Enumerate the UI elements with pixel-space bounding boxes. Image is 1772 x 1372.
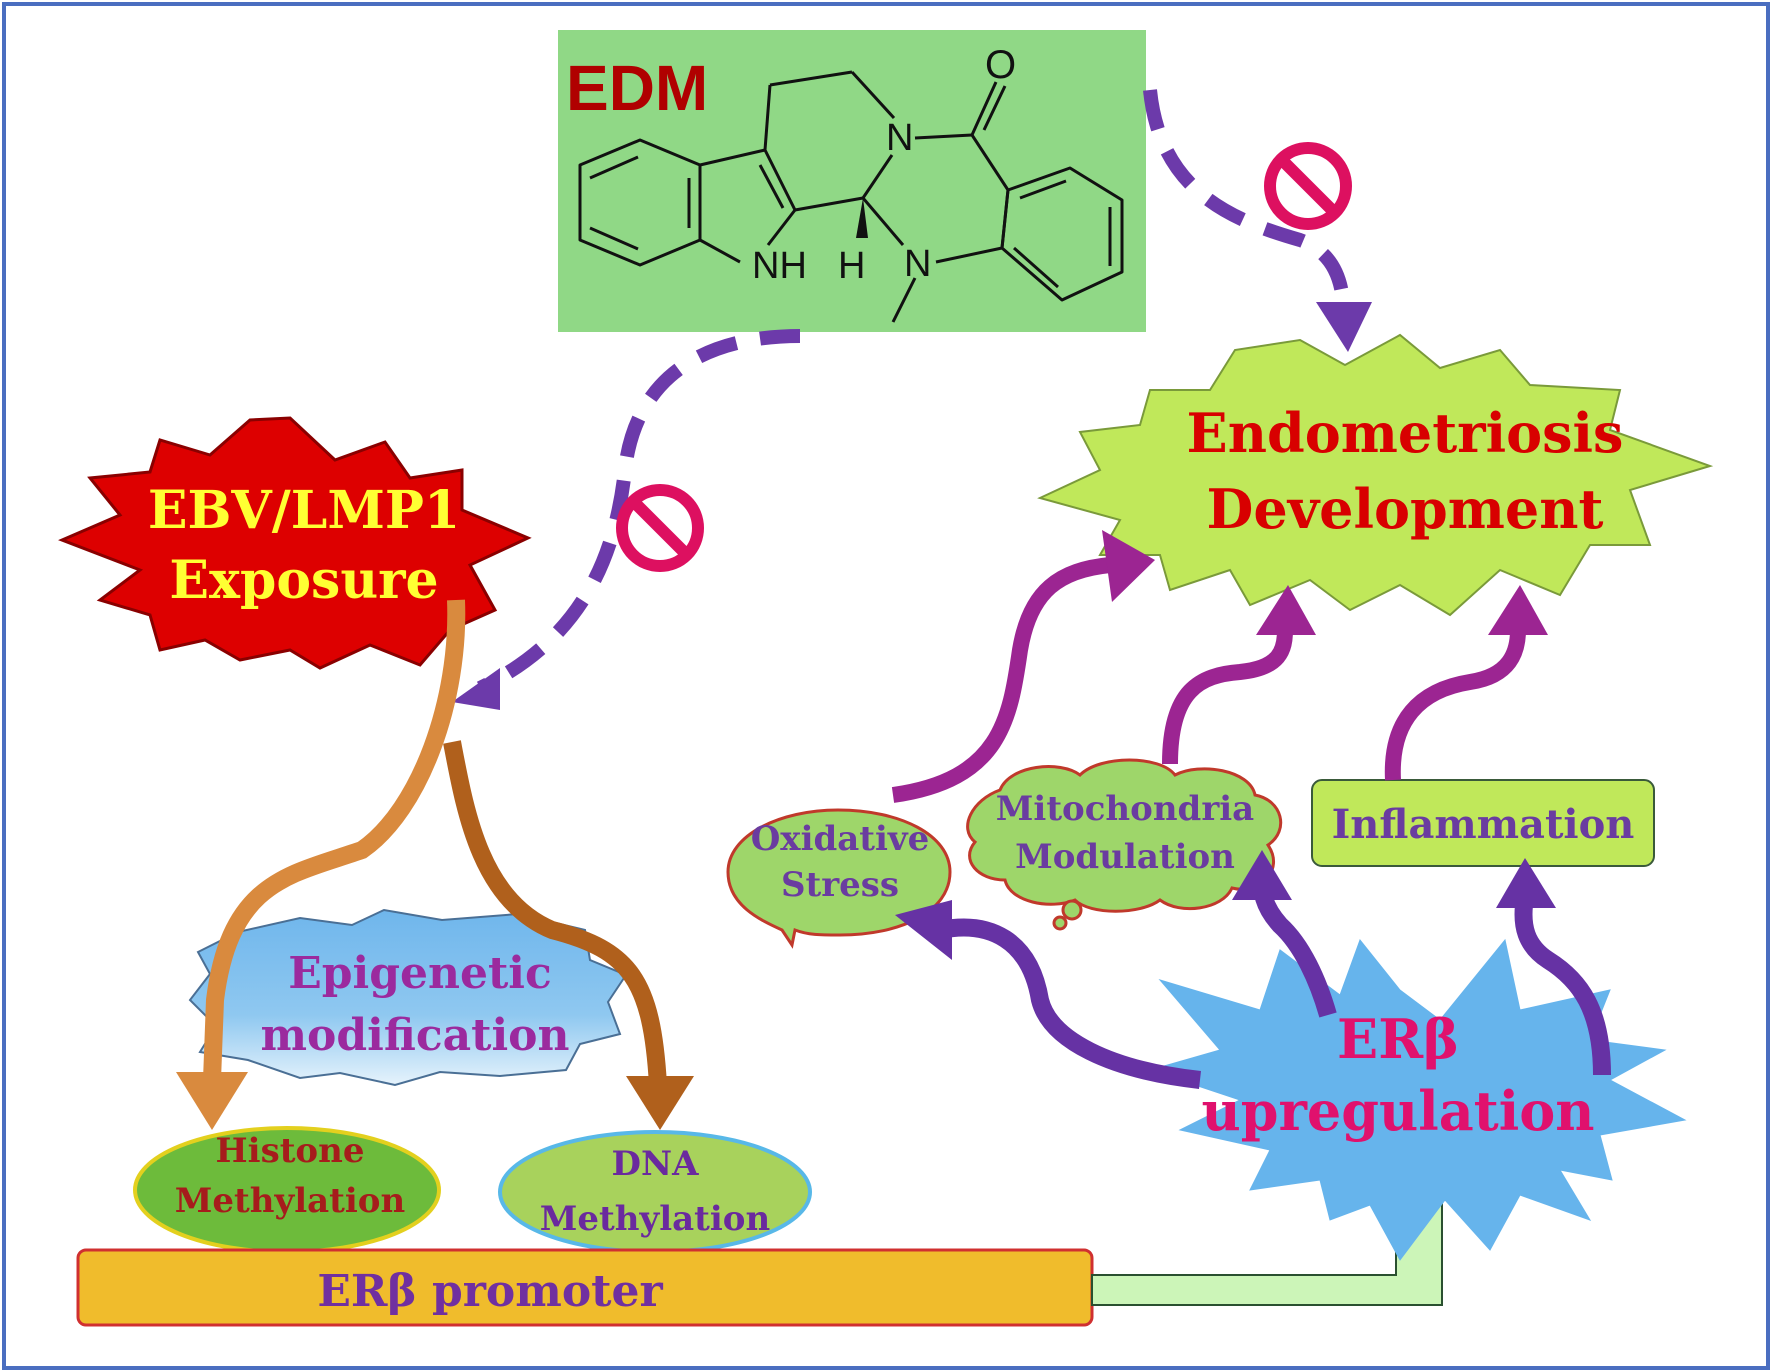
edm-atom-n-methyl: N xyxy=(904,243,931,285)
purple-arrowhead-3 xyxy=(1496,858,1556,908)
dashed-arrow-edm-to-endometriosis xyxy=(1143,89,1351,311)
endometriosis-label-line2: Development xyxy=(1207,477,1604,541)
edm-box xyxy=(558,30,1146,332)
inhibit-icon-right xyxy=(1264,142,1352,230)
endometriosis-label-line1: Endometriosis xyxy=(1187,401,1624,465)
brown-arrow-ebv-to-dna xyxy=(443,740,667,1086)
histone-label-line1: Histone xyxy=(216,1131,365,1171)
erb-label-line1: ERβ xyxy=(1337,1007,1459,1071)
oxidative-label-line2: Stress xyxy=(781,865,899,905)
mitochondria-label-line2: Modulation xyxy=(1015,837,1235,877)
mitochondria-label-line1: Mitochondria xyxy=(996,789,1254,829)
magenta-arrowhead-2 xyxy=(1256,585,1316,635)
purple-arrowhead-1 xyxy=(895,900,952,960)
edm-label: EDM xyxy=(566,52,708,124)
histone-label-line2: Methylation xyxy=(175,1181,405,1221)
orange-arrowhead xyxy=(176,1072,248,1130)
edm-atom-n-amide: N xyxy=(886,117,913,159)
dashed-arrow-edm-to-ebv xyxy=(476,329,801,695)
edm-structure xyxy=(578,70,1124,323)
inhibit-icon-left xyxy=(616,484,704,572)
epigenetic-label-line2: modification xyxy=(260,1010,569,1061)
brown-arrowhead xyxy=(626,1076,694,1130)
mitochondria-bubble-1 xyxy=(1061,899,1083,921)
magenta-arrow-oxidative-to-endo xyxy=(891,557,1111,803)
orange-arrow-ebv-to-histone xyxy=(203,599,466,1081)
mitochondria-bubble-2 xyxy=(1052,915,1068,931)
purple-arrowhead-2 xyxy=(1232,850,1292,900)
epigenetic-label-line1: Epigenetic xyxy=(288,948,552,999)
magenta-arrowhead-1 xyxy=(1102,530,1155,602)
ebv-starburst xyxy=(58,416,532,670)
dashed-arrowhead-ebv xyxy=(452,668,500,710)
oxidative-label-line1: Oxidative xyxy=(751,819,930,859)
purple-arrow-erb-to-oxidative xyxy=(938,918,1201,1089)
dashed-arrowhead-endometriosis xyxy=(1316,302,1372,352)
erb-label-line2: upregulation xyxy=(1201,1079,1594,1143)
dna-label-line2: Methylation xyxy=(540,1199,770,1239)
magenta-arrowhead-3 xyxy=(1488,585,1548,635)
dna-label-line1: DNA xyxy=(612,1144,700,1184)
magenta-arrow-mito-to-endo xyxy=(1162,629,1293,765)
edm-atom-oxygen: O xyxy=(985,43,1016,87)
edm-atom-h: H xyxy=(838,245,865,287)
erb-promoter-label: ERβ promoter xyxy=(317,1266,663,1317)
mitochondria-modulation-node xyxy=(966,758,1283,913)
oxidative-stress-node xyxy=(726,808,952,949)
ebv-label-line2: Exposure xyxy=(169,550,438,611)
inflammation-label: Inflammation xyxy=(1332,801,1635,848)
edm-stereo-wedge xyxy=(856,198,868,238)
magenta-arrow-inflammation-to-endo xyxy=(1384,629,1526,781)
inflammation-node xyxy=(1311,779,1655,867)
edm-atom-nh: NH xyxy=(752,245,807,287)
endometriosis-starburst xyxy=(1037,333,1714,617)
edm-compound-box: EDM xyxy=(558,30,1146,332)
ebv-label-line1: EBV/LMP1 xyxy=(148,480,460,541)
purple-arrow-erb-to-inflammation xyxy=(1514,904,1611,1076)
